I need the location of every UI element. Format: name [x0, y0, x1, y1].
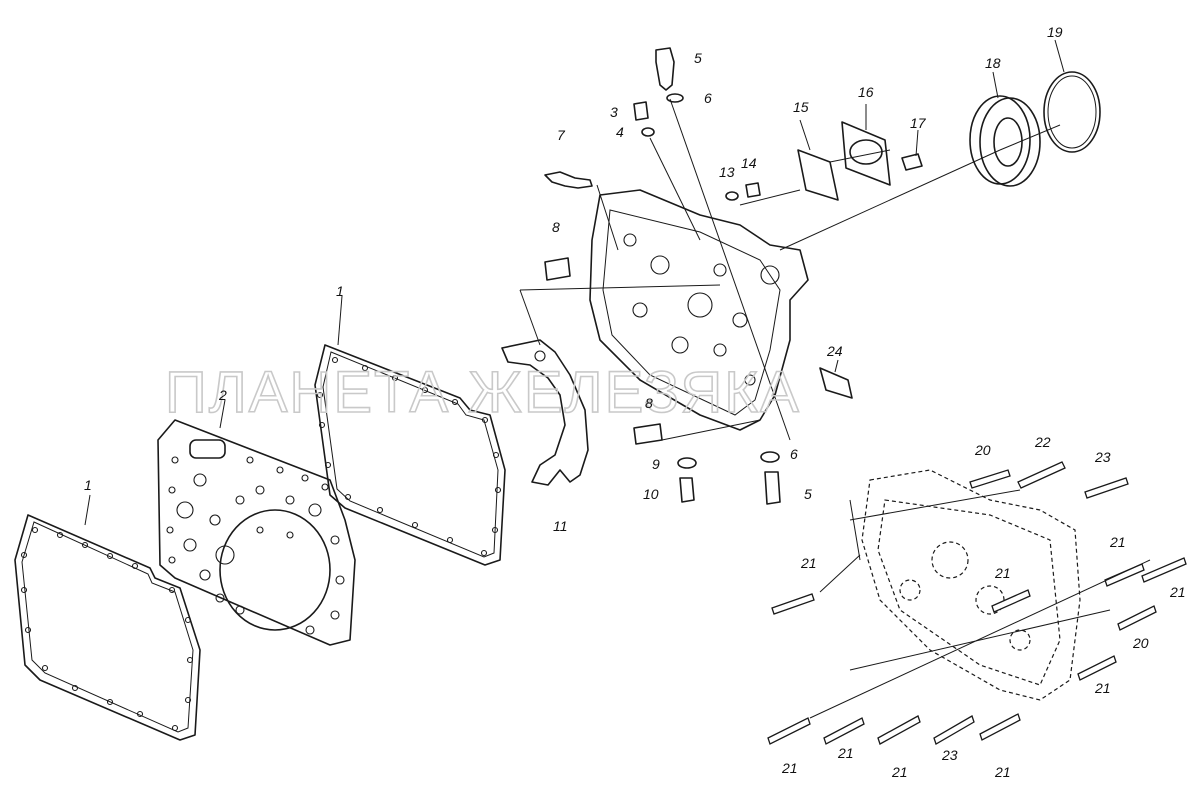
plug-3 — [633, 101, 649, 121]
callout-14: 14 — [741, 155, 757, 171]
callout-6-top: 6 — [704, 90, 712, 106]
callout-23-bottom: 23 — [941, 747, 958, 763]
callout-11: 11 — [553, 518, 568, 534]
callout-5-top: 5 — [694, 50, 702, 66]
sensor-5-bottom — [764, 471, 781, 505]
snap-ring-19 — [1043, 71, 1101, 153]
plug-14 — [745, 182, 761, 198]
callout-9: 9 — [652, 456, 660, 472]
callout-13: 13 — [719, 164, 735, 180]
pin-8-top — [544, 257, 571, 281]
gasket-1-upper — [314, 344, 506, 566]
sensor-5-top — [655, 47, 675, 91]
callout-21-e: 21 — [1094, 680, 1111, 696]
callout-18: 18 — [985, 55, 1001, 71]
callout-5-bottom: 5 — [804, 486, 812, 502]
watermark: ПЛАНЕТА ЖЕЛЕЗЯКА — [165, 360, 801, 425]
gasket-15 — [797, 149, 839, 201]
callout-23-top: 23 — [1094, 449, 1111, 465]
bolts — [767, 461, 1187, 745]
pin-8-bottom — [633, 423, 663, 445]
callout-21-i: 21 — [994, 764, 1011, 780]
callout-21-c: 21 — [1109, 534, 1126, 550]
washer-9 — [677, 457, 697, 469]
bolt-17 — [901, 153, 923, 171]
callout-7: 7 — [557, 127, 566, 143]
callout-17: 17 — [910, 115, 927, 131]
rear-housing — [861, 469, 1081, 701]
callout-3: 3 — [610, 104, 618, 120]
callout-labels: 1 2 1 3 4 5 6 7 8 13 14 15 16 17 18 19 2… — [84, 24, 1186, 780]
shift-fork-11 — [501, 339, 589, 486]
gasket-1-left — [14, 514, 201, 741]
callout-24: 24 — [826, 343, 843, 359]
callout-2: 2 — [218, 387, 227, 403]
callout-22: 22 — [1034, 434, 1051, 450]
callout-20-bottom: 20 — [1132, 635, 1149, 651]
callout-1-upper: 1 — [336, 283, 344, 299]
callout-15: 15 — [793, 99, 809, 115]
callout-10: 10 — [643, 486, 659, 502]
callout-20-top: 20 — [974, 442, 991, 458]
washer-4 — [641, 127, 655, 137]
intermediate-plate-2 — [157, 419, 356, 646]
cover-16 — [841, 121, 891, 186]
callout-21-a: 21 — [800, 555, 817, 571]
callout-16: 16 — [858, 84, 874, 100]
callout-21-g: 21 — [837, 745, 854, 761]
callout-21-f: 21 — [781, 760, 798, 776]
leader-lines — [84, 39, 1151, 719]
transmission-housing — [589, 189, 809, 431]
callout-4: 4 — [616, 124, 624, 140]
small-parts — [544, 47, 1101, 505]
washer-13 — [725, 191, 739, 201]
callout-21-d: 21 — [1169, 584, 1186, 600]
bearing-18 — [969, 95, 1041, 187]
callout-19: 19 — [1047, 24, 1063, 40]
washer-6-bottom — [760, 451, 780, 463]
callout-21-h: 21 — [891, 764, 908, 780]
tube-7 — [544, 171, 593, 189]
plug-10 — [679, 477, 695, 503]
callout-1-left: 1 — [84, 477, 92, 493]
callout-8-bottom: 8 — [645, 395, 653, 411]
callout-21-b: 21 — [994, 565, 1011, 581]
callout-6-bottom: 6 — [790, 446, 798, 462]
washer-6-top — [666, 93, 684, 103]
sensor-24 — [819, 367, 853, 399]
callout-8-top: 8 — [552, 219, 560, 235]
